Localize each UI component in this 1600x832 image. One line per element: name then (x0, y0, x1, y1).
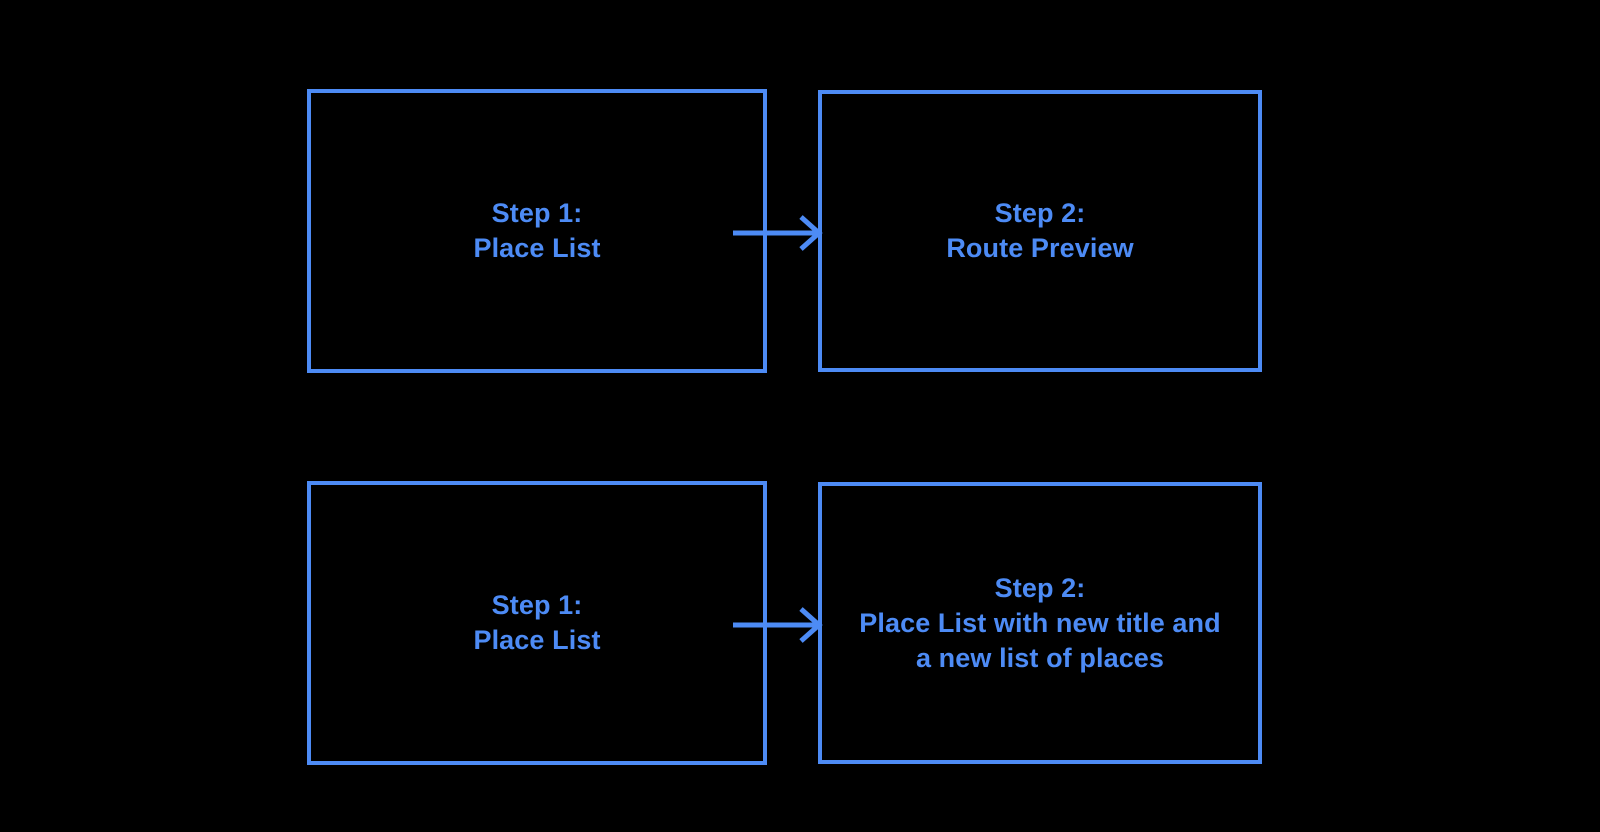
step-box-label: Step 1: Place List (473, 198, 601, 263)
step-box-row1-step2[interactable]: Step 2: Route Preview (818, 90, 1262, 372)
step-box-label: Step 2: Place List with new title and a … (859, 572, 1221, 673)
arrow-head (799, 607, 823, 643)
step-box-label: Step 2: Route Preview (946, 198, 1134, 263)
step-box-row2-step1[interactable]: Step 1: Place List (307, 481, 767, 765)
arrow-head (799, 215, 823, 251)
step-box-row1-step1[interactable]: Step 1: Place List (307, 89, 767, 373)
flow-row-2: Step 1: Place List Step 2: Place List wi… (0, 392, 1600, 808)
flow-row-1: Step 1: Place List Step 2: Route Preview (307, 89, 1262, 373)
step-box-label: Step 1: Place List (473, 590, 601, 655)
step-box-row2-step2[interactable]: Step 2: Place List with new title and a … (818, 482, 1262, 764)
